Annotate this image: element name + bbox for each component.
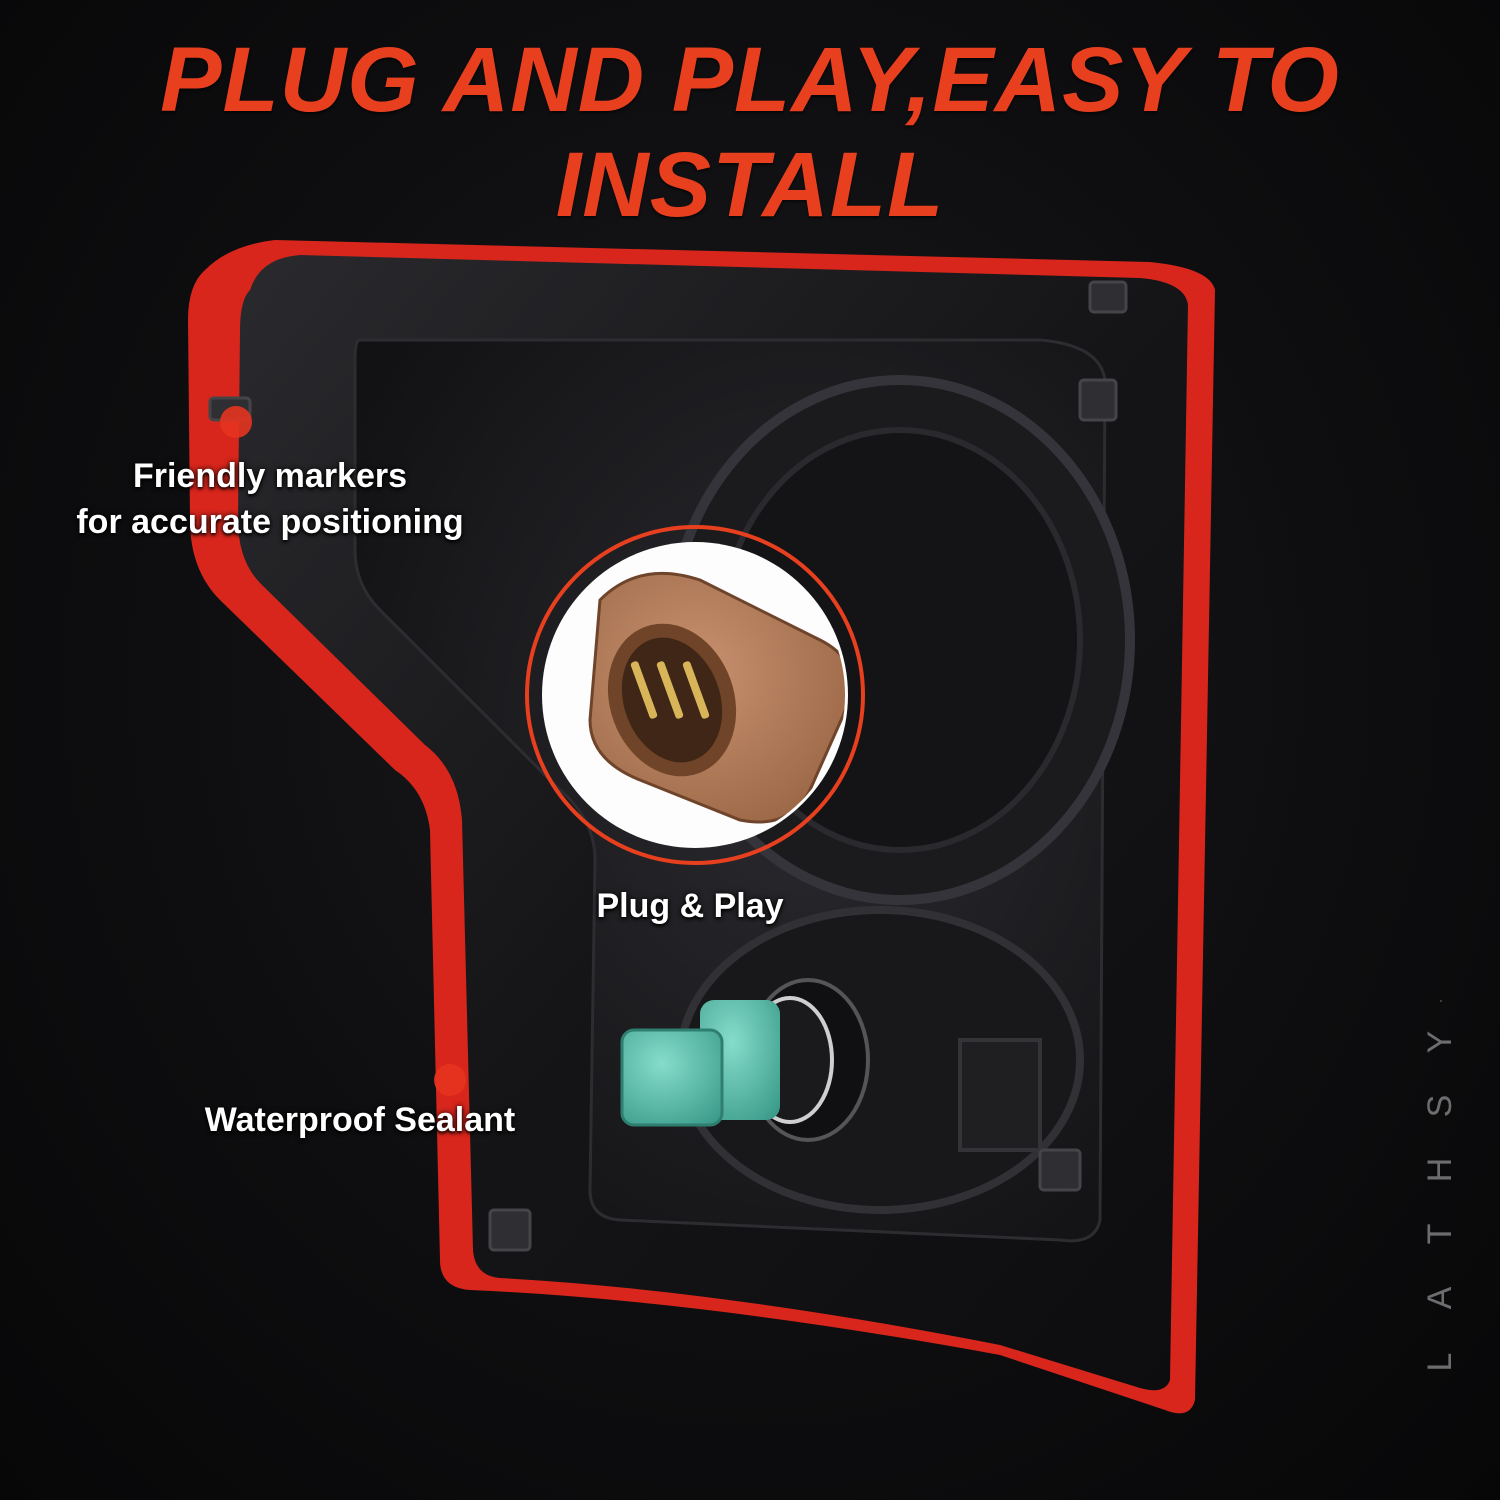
watermark-letter: A: [1421, 1286, 1459, 1310]
marker-dot-lower: [434, 1064, 466, 1096]
watermark-letter: H: [1421, 1157, 1459, 1183]
callout-waterproof-sealant: Waterproof Sealant: [204, 1101, 516, 1139]
mounting-studs: [208, 280, 1128, 1252]
zoom-circle-border: [525, 525, 865, 865]
watermark-letter: S: [1421, 1094, 1459, 1118]
brand-watermark: Y S H T A L: [1420, 1010, 1460, 1394]
callout-markers-line1: Friendly markers: [132, 457, 408, 495]
watermark-letter: Y: [1421, 1030, 1459, 1054]
headline: PLUG AND PLAY,EASY TO INSTALL: [160, 29, 1340, 236]
connector-icon: [588, 571, 845, 824]
bulb-socket-icon: [620, 978, 870, 1142]
callout-friendly-markers: Friendly markers for accurate positionin…: [50, 453, 490, 545]
callout-markers-line2: for accurate positioning: [76, 503, 464, 541]
watermark-letter: L: [1421, 1352, 1459, 1372]
callout-plug-and-play: Plug & Play: [596, 887, 784, 925]
watermark-letter: T: [1421, 1223, 1459, 1245]
marker-dot-upper: [220, 406, 252, 438]
